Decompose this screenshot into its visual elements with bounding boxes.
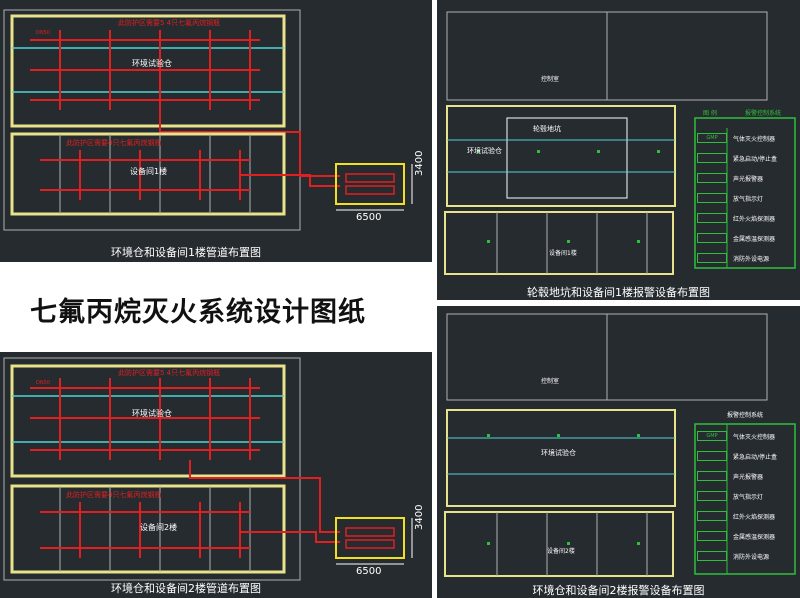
GMP-icon: GMP bbox=[697, 431, 727, 441]
legend-item: 消防外设电源 bbox=[697, 546, 795, 566]
legend-item: 红外火焰探测器 bbox=[697, 208, 795, 228]
legend-item: 放气指示灯 bbox=[697, 486, 795, 506]
room-test: 环境试验仓 bbox=[541, 449, 576, 457]
legend-item: 金属感温探测器 bbox=[697, 526, 795, 546]
room-equip: 设备间2楼 bbox=[547, 548, 575, 555]
legend-item: 声光报警器 bbox=[697, 466, 795, 486]
legend-label: 红外火焰探测器 bbox=[733, 215, 776, 223]
zone-bottom-note: 此防护区需要4只七氟丙烷钢瓶 bbox=[66, 139, 162, 147]
caption-p2: 轮毂地坑和设备间1楼报警设备布置图 bbox=[527, 286, 710, 299]
legend-head-right: 报警控制系统 bbox=[727, 412, 764, 419]
panel-pipe-floor2: 此防护区需要5 4只七氟丙烷钢瓶 环境试验仓 此防护区需要4只七氟丙烷钢瓶 设备… bbox=[0, 352, 432, 598]
legend-list: GMP 气体灭火控制器紧急启动/停止盒声光报警器放气指示灯红外火焰探测器金属感温探… bbox=[697, 426, 795, 566]
legend-label: 紧急启动/停止盒 bbox=[733, 155, 778, 163]
GMP-icon: GMP bbox=[697, 133, 727, 143]
legend-head-right: 报警控制系统 bbox=[745, 110, 782, 117]
dim-width: 6500 bbox=[356, 566, 382, 577]
legend-label: 声光报警器 bbox=[733, 175, 764, 183]
room-equip: 设备间1楼 bbox=[549, 250, 577, 257]
room-control: 控制室 bbox=[541, 76, 560, 83]
alarm-drawing-floor2 bbox=[444, 313, 796, 577]
zone-top-name: 环境试验仓 bbox=[132, 409, 172, 418]
zone-bottom-note: 此防护区需要4只七氟丙烷钢瓶 bbox=[66, 491, 162, 499]
zone-top-name: 环境试验仓 bbox=[132, 59, 172, 68]
legend-label: 气体灭火控制器 bbox=[733, 433, 776, 441]
room-test: 环境试验仓 bbox=[467, 147, 502, 155]
flash-icon bbox=[697, 193, 727, 203]
detector-icon bbox=[697, 511, 727, 521]
phone-icon bbox=[697, 253, 727, 263]
legend-item: 消防外设电源 bbox=[697, 248, 795, 268]
bell-icon bbox=[697, 471, 727, 481]
main-title: 七氟丙烷灭火系统设计图纸 bbox=[30, 297, 366, 328]
alarm-drawing-floor1 bbox=[444, 11, 796, 275]
legend-label: 金属感温探测器 bbox=[733, 533, 776, 541]
detector-icon bbox=[697, 213, 727, 223]
dim-height: 3400 bbox=[414, 504, 425, 530]
room-control: 控制室 bbox=[541, 378, 560, 385]
legend-label: 消防外设电源 bbox=[733, 255, 770, 263]
panel-pipe-floor1: 此防护区需要5 4只七氟丙烷钢瓶 环境试验仓 此防护区需要4只七氟丙烷钢瓶 设备… bbox=[0, 0, 432, 262]
legend-label: 气体灭火控制器 bbox=[733, 135, 776, 143]
probe-icon bbox=[697, 233, 727, 243]
pipe-drawing-floor1 bbox=[3, 9, 413, 231]
legend-box bbox=[694, 117, 796, 269]
legend-label: 金属感温探测器 bbox=[733, 235, 776, 243]
panel-alarm-floor1: 控制室 轮毂地坑 环境试验仓 设备间1楼 图 例 报警控制系统 GMP 气体灭火控… bbox=[437, 0, 800, 300]
legend-label: 紧急启动/停止盒 bbox=[733, 453, 778, 461]
zone-bottom-name: 设备间1楼 bbox=[130, 167, 168, 176]
pipe-drawing-floor2 bbox=[3, 357, 413, 581]
legend-head-left: 图 例 bbox=[703, 110, 717, 117]
legend-label: 声光报警器 bbox=[733, 473, 764, 481]
legend-item: 紧急启动/停止盒 bbox=[697, 148, 795, 168]
legend-list: GMP 气体灭火控制器紧急启动/停止盒声光报警器放气指示灯红外火焰探测器金属感温探… bbox=[697, 128, 795, 268]
legend-item: GMP 气体灭火控制器 bbox=[697, 426, 795, 446]
bell-icon bbox=[697, 173, 727, 183]
probe-icon bbox=[697, 531, 727, 541]
legend-item: GMP 气体灭火控制器 bbox=[697, 128, 795, 148]
zone-top-wall bbox=[10, 14, 286, 128]
dim-width: 6500 bbox=[356, 212, 382, 223]
legend-item: 红外火焰探测器 bbox=[697, 506, 795, 526]
pipe-label: DN50 bbox=[36, 30, 50, 36]
caption-p4: 环境仓和设备间2楼报警设备布置图 bbox=[532, 584, 705, 597]
pipe-label: DN50 bbox=[36, 380, 50, 386]
zone-top-note: 此防护区需要5 4只七氟丙烷钢瓶 bbox=[118, 369, 221, 377]
cylinder-room bbox=[335, 163, 405, 205]
legend-item: 放气指示灯 bbox=[697, 188, 795, 208]
room-pit: 轮毂地坑 bbox=[533, 125, 561, 133]
legend-label: 红外火焰探测器 bbox=[733, 513, 776, 521]
legend-label: 放气指示灯 bbox=[733, 195, 764, 203]
legend-item: 紧急启动/停止盒 bbox=[697, 446, 795, 466]
legend-item: 声光报警器 bbox=[697, 168, 795, 188]
caption-p3: 环境仓和设备间2楼管道布置图 bbox=[111, 582, 261, 595]
legend-item: 金属感温探测器 bbox=[697, 228, 795, 248]
panel-alarm-floor2: 控制室 环境试验仓 设备间2楼 报警控制系统 GMP 气体灭火控制器紧急启动/停止… bbox=[437, 306, 800, 598]
box-dot-icon bbox=[697, 153, 727, 163]
flash-icon bbox=[697, 491, 727, 501]
dim-height: 3400 bbox=[414, 150, 425, 176]
caption-p1: 环境仓和设备间1楼管道布置图 bbox=[111, 246, 261, 259]
phone-icon bbox=[697, 551, 727, 561]
legend-label: 消防外设电源 bbox=[733, 553, 770, 561]
legend-label: 放气指示灯 bbox=[733, 493, 764, 501]
box-dot-icon bbox=[697, 451, 727, 461]
zone-bottom-name: 设备间2楼 bbox=[140, 523, 178, 532]
zone-top-note: 此防护区需要5 4只七氟丙烷钢瓶 bbox=[118, 19, 221, 27]
